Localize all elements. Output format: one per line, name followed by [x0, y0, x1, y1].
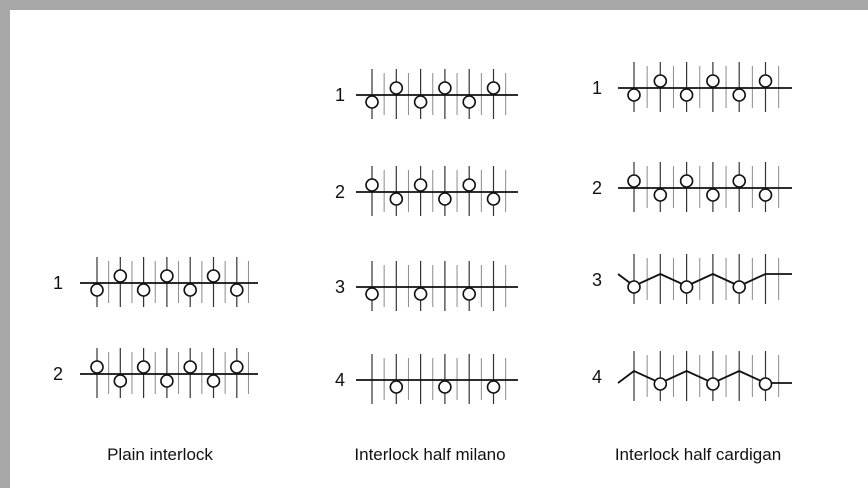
loop-back-needle [389, 192, 404, 206]
loop-back-needle [627, 88, 641, 102]
loop-back-needle [653, 188, 668, 202]
loop-back-needle [758, 377, 773, 391]
loop-back-needle [160, 374, 174, 388]
course-number: 1 [335, 85, 345, 105]
loop-front-needle [653, 74, 668, 88]
loop-back-needle [758, 188, 773, 202]
loop-back-needle [365, 95, 379, 109]
loop-back-needle [486, 192, 501, 206]
loop-back-needle [732, 88, 747, 102]
course-row: 1 [592, 62, 792, 112]
loop-front-needle [206, 269, 221, 283]
loop-front-needle [183, 360, 197, 374]
loop-back-needle [627, 280, 641, 294]
loop-front-needle [365, 178, 379, 192]
course-number: 2 [53, 364, 63, 384]
course-number: 3 [592, 270, 602, 290]
course-row: 2 [335, 166, 518, 216]
course-number: 2 [335, 182, 345, 202]
loop-front-needle [732, 174, 747, 188]
loop-back-needle [706, 188, 720, 202]
loop-front-needle [113, 269, 128, 283]
loop-front-needle [389, 81, 404, 95]
loop-back-needle [486, 380, 501, 394]
loop-front-needle [438, 81, 452, 95]
course-row: 2 [53, 348, 258, 398]
loop-back-needle [365, 287, 379, 301]
loop-back-needle [438, 380, 452, 394]
loop-front-needle [486, 81, 501, 95]
loop-back-needle [706, 377, 720, 391]
loop-back-needle [413, 95, 428, 109]
panel-caption: Plain interlock [107, 445, 213, 464]
course-number: 2 [592, 178, 602, 198]
loop-back-needle [206, 374, 221, 388]
course-row: 3 [592, 254, 792, 304]
loop-front-needle [90, 360, 104, 374]
course-number: 4 [592, 367, 602, 387]
course-row: 3 [335, 261, 518, 311]
loop-back-needle [438, 192, 452, 206]
course-row: 1 [335, 69, 518, 119]
loop-front-needle [679, 174, 694, 188]
course-row: 4 [592, 351, 792, 401]
loop-front-needle [627, 174, 641, 188]
course-number: 1 [592, 78, 602, 98]
loop-front-needle [230, 360, 244, 374]
loop-back-needle [136, 283, 151, 297]
loop-back-needle [230, 283, 244, 297]
loop-front-needle [706, 74, 720, 88]
course-number: 1 [53, 273, 63, 293]
loop-back-needle [462, 95, 477, 109]
course-number: 4 [335, 370, 345, 390]
loop-back-needle [462, 287, 477, 301]
loop-front-needle [462, 178, 477, 192]
loop-back-needle [679, 88, 694, 102]
loop-back-needle [113, 374, 128, 388]
course-number: 3 [335, 277, 345, 297]
loop-back-needle [679, 280, 694, 294]
loop-back-needle [183, 283, 197, 297]
loop-back-needle [389, 380, 404, 394]
loop-front-needle [413, 178, 428, 192]
course-row: 2 [592, 162, 792, 212]
loop-back-needle [653, 377, 668, 391]
course-row: 1 [53, 257, 258, 307]
loop-front-needle [758, 74, 773, 88]
loop-front-needle [136, 360, 151, 374]
loop-back-needle [413, 287, 428, 301]
loop-front-needle [160, 269, 174, 283]
loop-back-needle [732, 280, 747, 294]
course-row: 4 [335, 354, 518, 404]
panel-caption: Interlock half cardigan [615, 445, 781, 464]
panel-caption: Interlock half milano [354, 445, 505, 464]
loop-back-needle [90, 283, 104, 297]
